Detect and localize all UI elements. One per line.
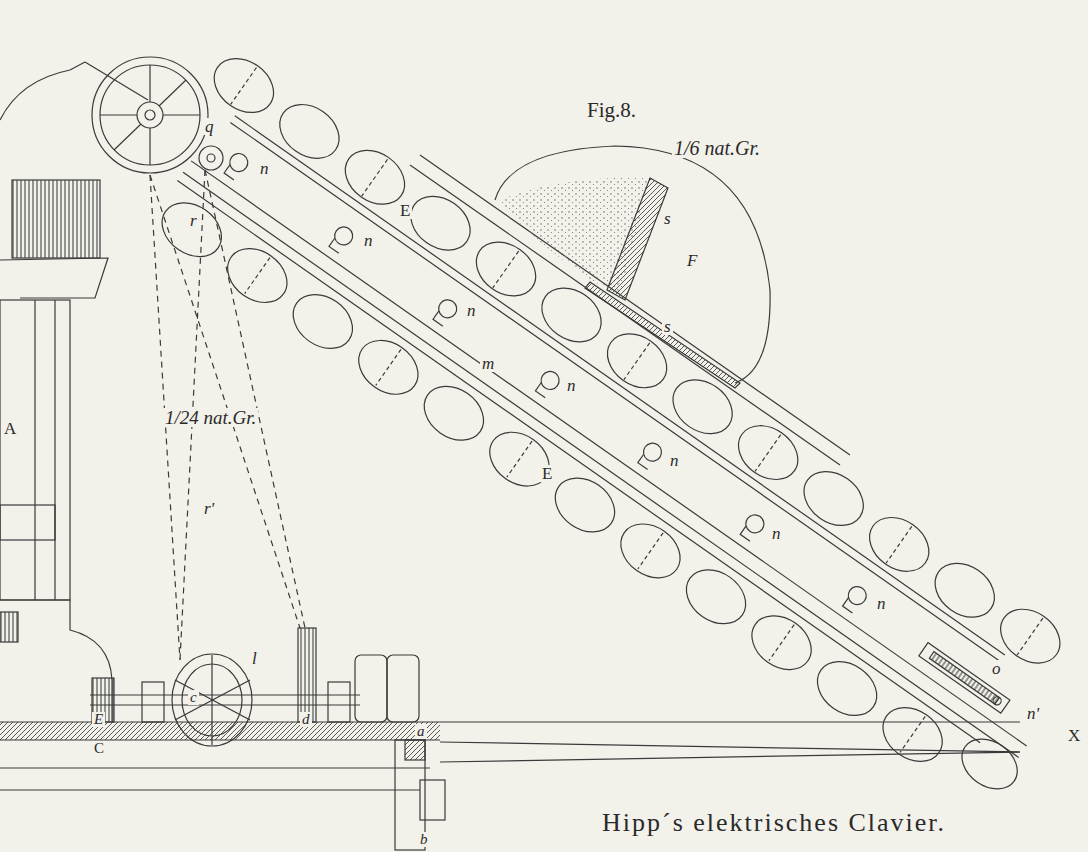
part-letter: n' [1025,705,1041,722]
part-letter: a [415,724,427,739]
part-letter: o [990,660,1003,677]
part-letter: X [1066,727,1082,744]
part-letter: n [258,160,271,177]
part-letter: n [770,525,783,542]
part-letter: n [875,595,888,612]
part-letter: q [203,118,216,135]
part-letter: E [92,712,105,727]
part-letter: r' [202,500,216,517]
part-letter: 1/6 nat.Gr. [672,138,762,158]
part-letter: r [188,212,199,229]
part-letter: d [300,712,312,727]
part-letter: l [250,650,259,667]
part-letter: F [685,252,699,269]
part-letter: n [565,377,578,394]
part-letter: s [662,318,673,335]
part-letter: 1/24 nat.Gr. [163,408,258,427]
part-letter: n [362,232,375,249]
part-letter: n [465,302,478,319]
part-letter: c [188,690,199,705]
part-letter: m [480,355,496,372]
part-letter: E [540,465,554,482]
part-letter: s [662,210,673,227]
part-letter: b [418,832,430,847]
part-letter: A [2,420,18,437]
part-letter: E [398,202,412,219]
part-letter: n [668,452,681,469]
plate-caption: Hipp´s elektrisches Clavier. [600,810,948,836]
part-letter: Fig.8. [585,100,638,121]
part-letter: C [92,741,106,756]
